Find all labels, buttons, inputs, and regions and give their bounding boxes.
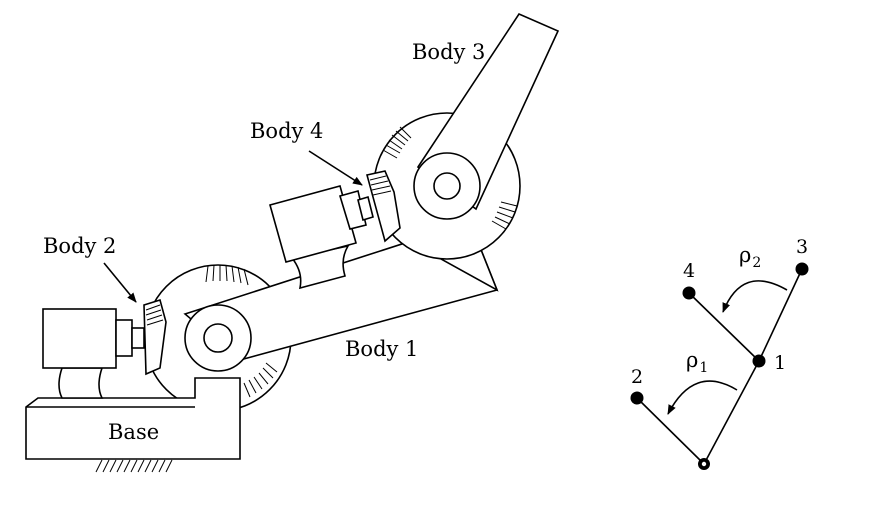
base-block: Base — [25, 377, 241, 460]
graph-node-2-label: 2 — [631, 366, 643, 388]
graph-node-3-label: 3 — [796, 236, 808, 258]
body3-label: Body 3 — [412, 40, 485, 64]
edge-1-3 — [758, 268, 803, 362]
lower-pinion — [143, 298, 167, 376]
graph-node-4 — [682, 286, 696, 300]
graph-node-4-label: 4 — [683, 260, 695, 282]
topology-graph: 1 2 3 4 ρ2 ρ1 — [630, 236, 809, 470]
edge-1-4 — [688, 292, 760, 362]
lower-motor — [42, 308, 145, 369]
graph-node-1-label: 1 — [774, 352, 786, 374]
edge-0-1 — [703, 360, 760, 465]
lower-gear-teeth — [205, 264, 278, 398]
graph-node-3 — [795, 262, 809, 276]
base-label: Base — [108, 420, 159, 444]
ground-hatching — [95, 459, 173, 473]
body2-label: Body 2 — [43, 234, 116, 258]
upper-gear-teeth — [382, 126, 518, 230]
rho2-arrow — [722, 280, 788, 313]
body4-pointer-arrow — [308, 150, 363, 186]
edge-0-2 — [636, 397, 705, 465]
body4-label: Body 4 — [250, 119, 323, 143]
graph-node-1 — [752, 354, 766, 368]
rho2-label: ρ2 — [739, 243, 761, 271]
lower-motor-support — [58, 367, 104, 399]
body2-pointer-arrow — [103, 262, 137, 303]
upper-joint — [413, 152, 481, 220]
graph-root-node-center — [701, 461, 707, 467]
upper-pinion — [366, 170, 401, 243]
rho1-label: ρ1 — [686, 348, 708, 376]
lower-joint — [184, 304, 252, 372]
body1-label: Body 1 — [345, 337, 418, 361]
graph-node-2 — [630, 391, 644, 405]
rho1-arrow — [667, 380, 738, 415]
upper-motor — [269, 185, 374, 263]
